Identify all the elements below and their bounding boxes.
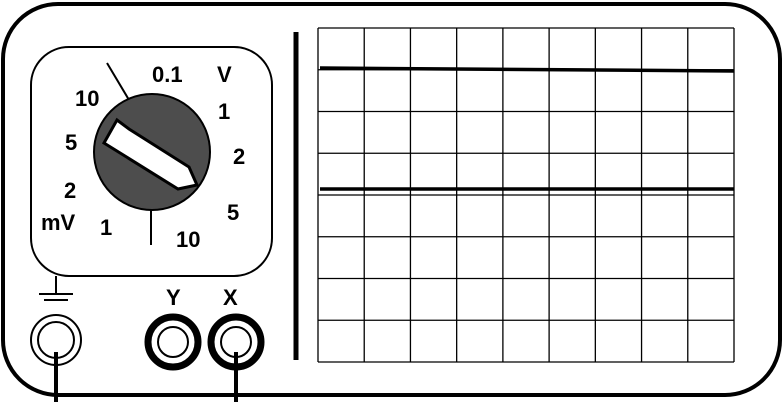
dial-label-1v: 1 bbox=[218, 99, 230, 124]
dial-label-2v: 2 bbox=[233, 144, 245, 169]
y-terminal-label: Y bbox=[166, 285, 181, 310]
dial-label-5v: 5 bbox=[227, 200, 239, 225]
dial-label-v-unit: V bbox=[217, 62, 232, 87]
range-selector-knob[interactable] bbox=[94, 94, 210, 210]
dial-label-10v: 10 bbox=[176, 227, 200, 252]
dial-label-1mv: 1 bbox=[100, 215, 112, 240]
dial-label-2mv: 2 bbox=[64, 178, 76, 203]
dial-label-10mv: 10 bbox=[75, 86, 99, 111]
dial-label-0-1v: 0.1 bbox=[152, 62, 183, 87]
x-terminal-label: X bbox=[223, 285, 238, 310]
dial-label-5mv: 5 bbox=[65, 130, 77, 155]
dial-label-mv-unit: mV bbox=[41, 210, 76, 235]
y-input-terminal[interactable] bbox=[148, 317, 198, 367]
